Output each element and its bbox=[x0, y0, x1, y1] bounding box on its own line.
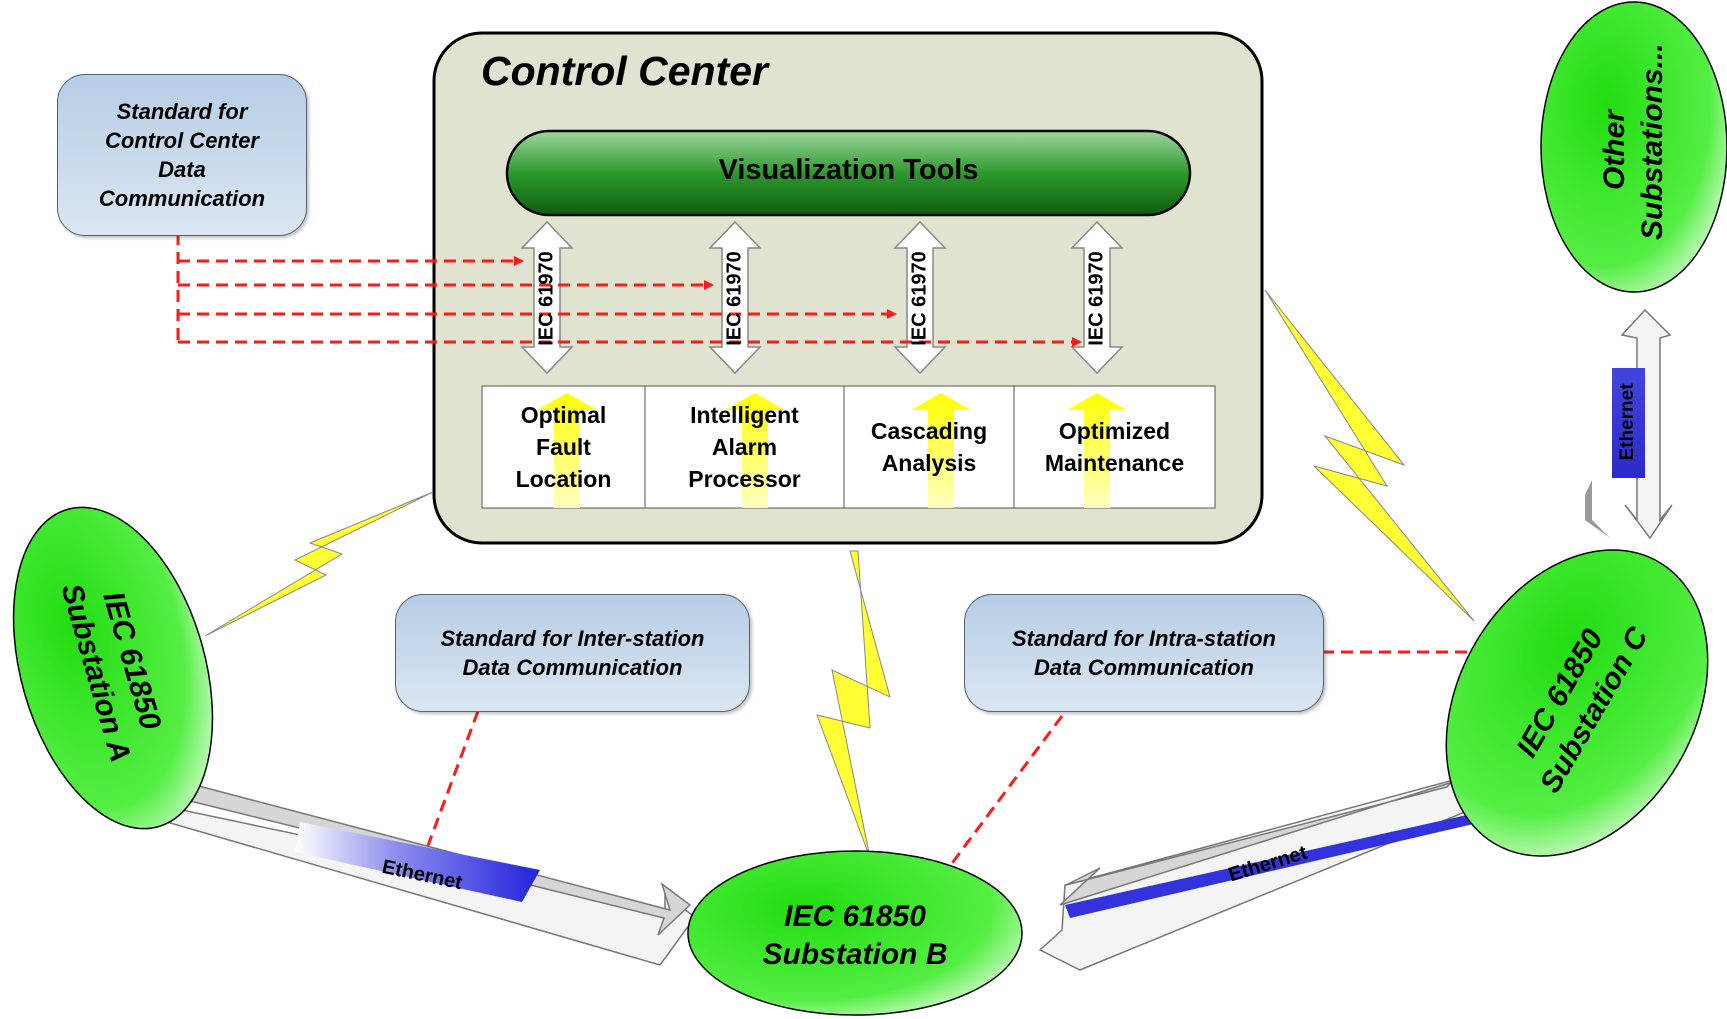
other-substations-label: Other Substations... bbox=[1598, 43, 1669, 240]
standard-intra-station-box: Standard for Intra-station Data Communic… bbox=[964, 594, 1324, 712]
standard-control-center-box: Standard for Control Center Data Communi… bbox=[57, 74, 307, 236]
substation-b-label: IEC 61850 Substation B bbox=[762, 900, 948, 971]
up-arrow-1 bbox=[537, 393, 597, 508]
control-center-title: Control Center bbox=[481, 48, 768, 94]
substation-c-shape bbox=[1445, 549, 1709, 857]
lightning-c bbox=[1264, 289, 1475, 622]
iec61970-arrow-4 bbox=[1070, 220, 1124, 375]
lightning-a bbox=[204, 491, 434, 637]
up-arrow-4 bbox=[1067, 393, 1127, 508]
lightning-b bbox=[816, 550, 891, 859]
iec61970-label-4: IEC 61970 bbox=[1085, 251, 1108, 346]
up-arrow-3 bbox=[911, 393, 971, 508]
substation-b-shape bbox=[687, 850, 1023, 1016]
iec61970-arrow-1 bbox=[520, 220, 574, 375]
other-substations-shape bbox=[1540, 1, 1727, 293]
iec61970-label-2: IEC 61970 bbox=[723, 251, 746, 346]
substation-a-shape bbox=[12, 506, 214, 830]
ethernet-link-c-other bbox=[1585, 308, 1673, 540]
ethernet-label-c-other: Ethernet bbox=[1617, 383, 1638, 461]
iec61970-arrow-3 bbox=[893, 220, 947, 375]
ethernet-link-ab bbox=[158, 783, 697, 966]
standard-inter-station-box: Standard for Inter-station Data Communic… bbox=[395, 594, 750, 712]
standard-dashed-arrows bbox=[176, 233, 1496, 884]
up-arrow-2 bbox=[725, 393, 785, 508]
visualization-tools-bar bbox=[505, 129, 1192, 217]
iec61970-label-3: IEC 61970 bbox=[908, 251, 931, 346]
visualization-tools-label: Visualization Tools bbox=[718, 154, 979, 186]
iec61970-label-1: IEC 61970 bbox=[535, 251, 558, 346]
iec61970-arrow-2 bbox=[708, 220, 762, 375]
